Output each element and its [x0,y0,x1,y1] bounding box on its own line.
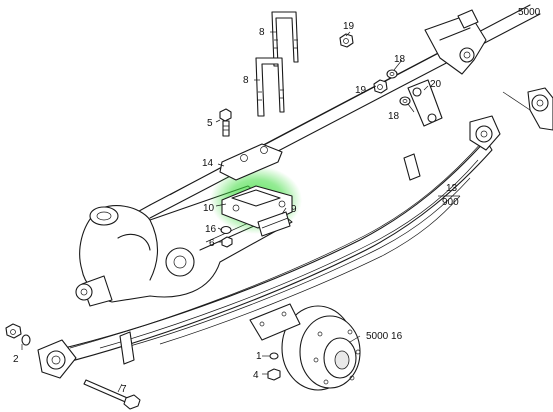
nut-2 [5,323,31,346]
callout-4: 4 [253,370,259,381]
callout-8-upper: 8 [259,27,265,38]
callout-2: 2 [13,354,19,365]
bracket-9 [257,211,291,237]
callout-1: 1 [256,351,262,362]
callout-5000-top: 5000 [518,7,541,18]
callout-labels: 8 8 19 19 18 18 20 5 14 10 9 16 6 13 900… [13,7,541,395]
leader-lines [21,31,460,393]
callout-6: 6 [209,238,215,249]
callout-5000-16: 5000 16 [366,331,403,342]
hardware-19-18 [339,33,411,106]
callout-18-upper: 18 [394,54,406,65]
bolt-5 [219,108,232,137]
bolt-7 [83,379,141,410]
callout-13: 13 [446,183,458,194]
callout-18-lower: 18 [388,111,400,122]
u-bolt-lower [255,57,285,117]
callout-19-upper: 19 [343,21,355,32]
shackle [407,79,443,127]
spring-plate [219,143,283,181]
callout-900: 900 [442,197,459,208]
callout-10: 10 [203,203,215,214]
callout-14: 14 [202,158,214,169]
callout-19-lower: 19 [355,85,367,96]
hardware-1-4 [267,352,281,381]
right-edge-bracket [502,87,553,131]
callout-9: 9 [291,204,297,215]
rear-hanger-bracket [424,9,487,75]
callout-20: 20 [430,79,442,90]
callout-8-lower: 8 [243,75,249,86]
callout-16: 16 [205,224,217,235]
callout-5: 5 [207,118,213,129]
leaf-spring [37,115,501,379]
hardware-16-6 [220,225,233,248]
brake-drum-hub [249,303,361,391]
callout-7: 7 [121,384,127,395]
